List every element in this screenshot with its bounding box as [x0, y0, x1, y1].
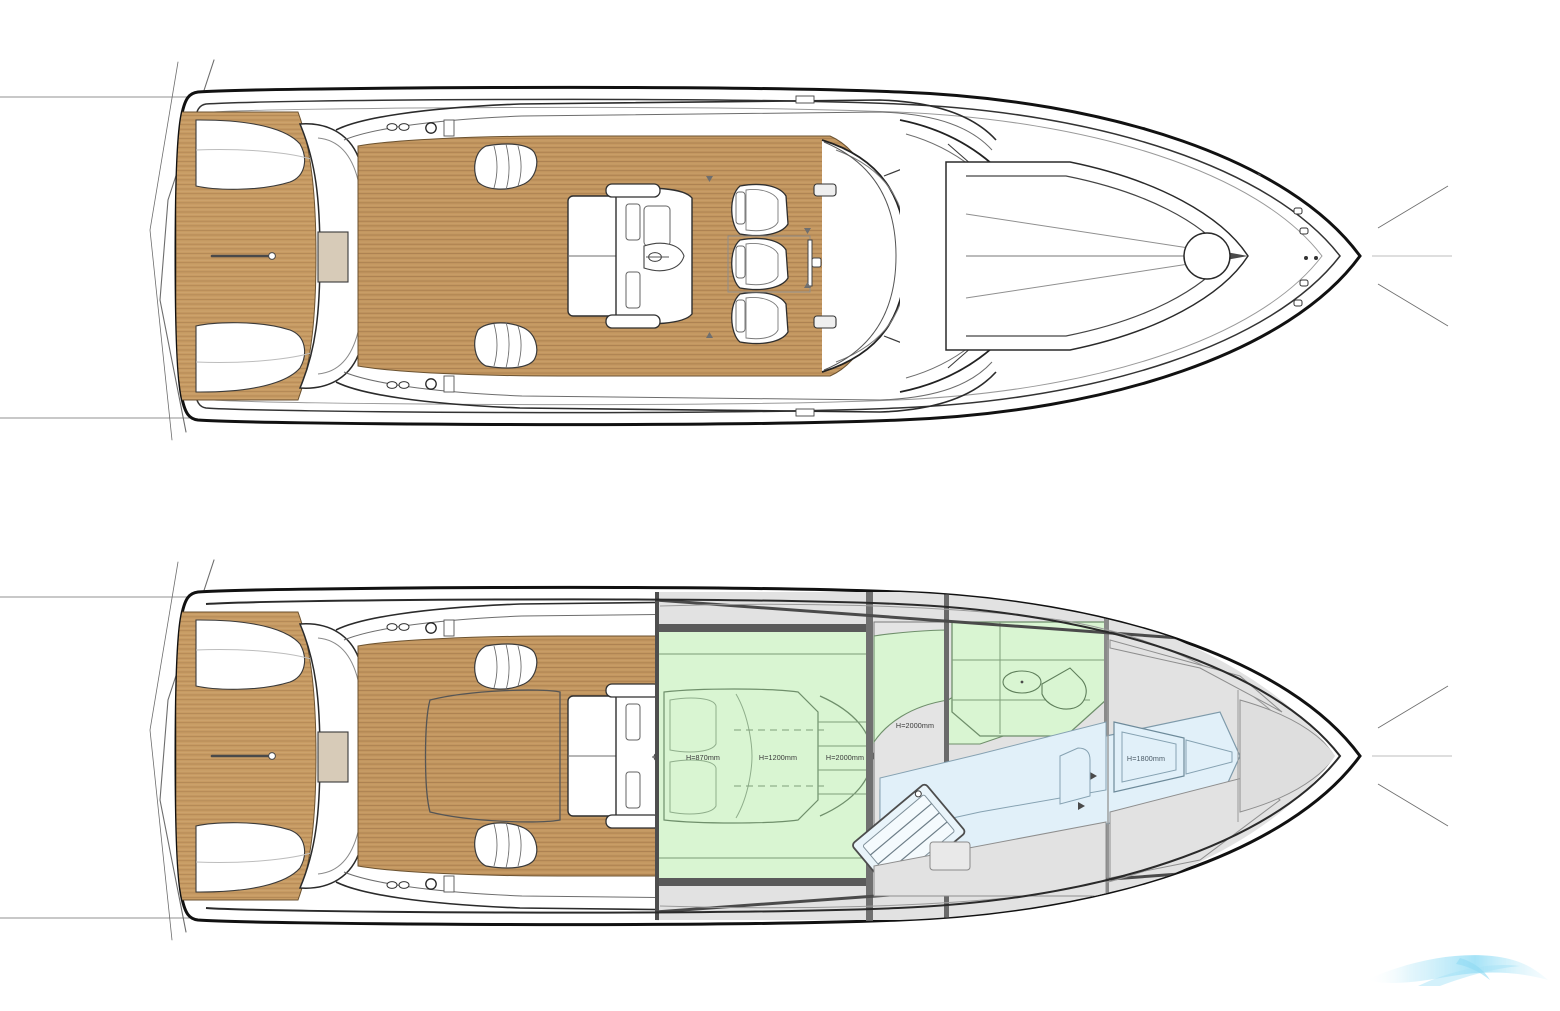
main-deck-view	[0, 59, 1452, 441]
cockpit-seating-module	[567, 183, 693, 329]
deck-hardware-starboard	[386, 375, 815, 417]
swim-platform-edge	[195, 148, 315, 161]
side-deck-coaming-stbd-2	[343, 361, 993, 401]
height-label-h5: H=1800mm	[1127, 754, 1165, 763]
berth-pillow-starboard	[669, 759, 717, 815]
side-lounge-port	[474, 143, 538, 190]
cockpit-sofa-bolster-fwd	[605, 183, 661, 198]
foredeck-diagonal-port	[965, 213, 1229, 255]
aft-cabin-bulkhead-bottom	[658, 878, 872, 886]
deck-hardware-port	[386, 95, 815, 137]
gunwale-line	[213, 106, 1323, 406]
stair-direction-marker	[1078, 802, 1085, 810]
side-lounge-starboard	[474, 322, 538, 369]
forepeak-grey	[1239, 699, 1335, 813]
side-deck-coaming-stbd	[335, 371, 997, 413]
v-berth-inner	[1121, 731, 1177, 783]
height-label-h3: H=2000mm	[826, 753, 864, 762]
bulkhead-aft	[655, 592, 659, 922]
v-berth-fwd-wedge	[1185, 739, 1233, 775]
berth-pillow-port	[669, 697, 717, 753]
transom-hatch-handle	[210, 252, 276, 260]
boarding-step-port	[195, 119, 306, 190]
windshield	[813, 139, 953, 373]
height-label-h2: H=1200mm	[759, 753, 797, 762]
lower-deck-view	[0, 559, 1452, 941]
berth-mattress-outline	[735, 693, 753, 819]
deck-hardware-starboard-lower	[386, 875, 455, 893]
companion-seat-starboard	[731, 291, 789, 345]
side-lounge-port-lower	[474, 643, 538, 690]
engine-hatch-lower	[424, 689, 561, 823]
bulkhead-saloon	[944, 592, 949, 922]
hull-inner-line-lower	[205, 598, 1342, 914]
boarding-step-starboard-lower	[195, 822, 306, 893]
lower-aft-cockpit	[176, 601, 701, 911]
anchor-locker-hatch	[1183, 232, 1231, 280]
locker-door	[929, 841, 971, 871]
transom-hatch-handle-lower	[210, 752, 276, 760]
deck-direction-markers	[706, 176, 811, 338]
boarding-step-port-lower	[195, 619, 306, 690]
helm-seat-group	[727, 183, 822, 345]
bow-cabin-wardrobe	[1059, 747, 1091, 805]
companion-seat-port	[731, 183, 789, 237]
marine-toilet	[1041, 667, 1087, 710]
side-lounge-starboard-lower	[474, 822, 538, 869]
berth-centreline-dashes	[734, 729, 824, 787]
height-labels: H=870mm H=1200mm H=2000mm H=2000mm H=180…	[686, 721, 1165, 763]
aft-cabin-step-lines	[818, 721, 872, 795]
cockpit-sofa-bolster-aft	[605, 314, 661, 329]
height-label-h1: H=870mm	[686, 753, 720, 762]
side-deck-coaming-port-2	[343, 111, 993, 151]
transom-door	[317, 231, 349, 283]
bow-tip-marker	[1226, 252, 1248, 260]
bulkhead-mid	[866, 592, 873, 922]
side-lounge-port-ribs	[493, 143, 522, 191]
cockpit-table	[643, 205, 671, 247]
aft-cabin-bulkhead-top	[658, 624, 872, 632]
helm-seat	[731, 237, 789, 291]
foredeck-diagonal-stbd	[965, 257, 1229, 299]
wave-logo	[1366, 955, 1548, 986]
swim-platform-edge-2	[195, 351, 315, 364]
deck-hardware-port-lower	[386, 619, 455, 637]
bow-cabin-door-marker	[1090, 772, 1097, 780]
height-label-h4: H=2000mm	[896, 721, 934, 730]
side-deck-coaming-port	[335, 99, 997, 141]
boarding-step-starboard	[195, 322, 306, 393]
lower-deck-interior	[655, 592, 1335, 922]
side-lounge-starboard-ribs	[493, 321, 522, 369]
v-berth	[1113, 721, 1185, 793]
